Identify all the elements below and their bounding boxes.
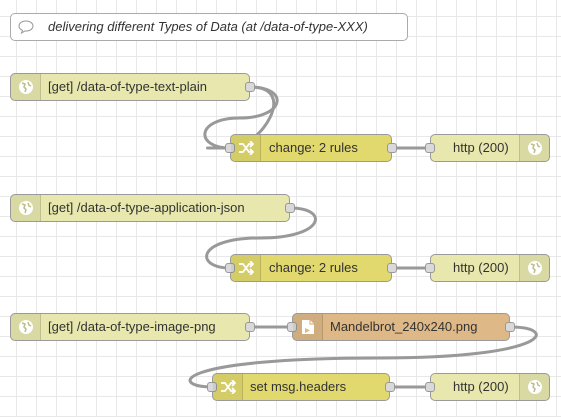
node-label: Mandelbrot_240x240.png — [330, 319, 478, 334]
http-in-node-image-png[interactable]: [get] /data-of-type-image-png — [10, 313, 255, 341]
change-node-application-json[interactable]: change: 2 rules — [225, 254, 397, 282]
globe-icon — [11, 74, 41, 100]
output-port[interactable] — [385, 382, 395, 392]
input-port[interactable] — [225, 143, 235, 153]
globe-icon — [11, 195, 41, 221]
file-icon — [293, 314, 323, 340]
output-port[interactable] — [285, 203, 295, 213]
input-port[interactable] — [425, 263, 435, 273]
node-label: http (200) — [453, 140, 509, 155]
http-in-node-text-plain[interactable]: [get] /data-of-type-text-plain — [10, 73, 255, 101]
input-port[interactable] — [425, 382, 435, 392]
node-label: http (200) — [453, 260, 509, 275]
node-label: change: 2 rules — [269, 260, 358, 275]
http-response-node-image-png[interactable]: http (200) — [425, 373, 550, 401]
http-response-node-text-plain[interactable]: http (200) — [425, 134, 550, 162]
file-in-node-mandelbrot[interactable]: Mandelbrot_240x240.png — [287, 313, 515, 341]
wire[interactable] — [205, 206, 317, 270]
input-port[interactable] — [425, 143, 435, 153]
shuffle-icon — [213, 374, 243, 400]
globe-icon — [519, 255, 549, 281]
comment-icon — [11, 14, 40, 40]
globe-icon — [11, 314, 41, 340]
output-port[interactable] — [245, 322, 255, 332]
node-label: set msg.headers — [250, 379, 347, 394]
node-label: [get] /data-of-type-text-plain — [48, 79, 207, 94]
output-port[interactable] — [387, 143, 397, 153]
node-label: [get] /data-of-type-image-png — [48, 319, 216, 334]
output-port[interactable] — [505, 322, 515, 332]
shuffle-icon — [231, 255, 261, 281]
change-node-set-headers[interactable]: set msg.headers — [207, 373, 395, 401]
http-in-node-application-json[interactable]: [get] /data-of-type-application-json — [10, 194, 295, 222]
comment-label: delivering different Types of Data (at /… — [48, 19, 368, 34]
input-port[interactable] — [287, 322, 297, 332]
wire[interactable] — [188, 325, 538, 389]
input-port[interactable] — [225, 263, 235, 273]
output-port[interactable] — [387, 263, 397, 273]
shuffle-icon — [231, 135, 261, 161]
globe-icon — [519, 135, 549, 161]
input-port[interactable] — [207, 382, 217, 392]
comment-node[interactable]: delivering different Types of Data (at /… — [10, 13, 408, 41]
globe-icon — [519, 374, 549, 400]
node-label: http (200) — [453, 379, 509, 394]
change-node-text-plain[interactable]: change: 2 rules — [225, 134, 397, 162]
output-port[interactable] — [245, 82, 255, 92]
node-label: change: 2 rules — [269, 140, 358, 155]
http-response-node-application-json[interactable]: http (200) — [425, 254, 550, 282]
wire[interactable] — [203, 85, 279, 150]
node-label: [get] /data-of-type-application-json — [48, 200, 245, 215]
